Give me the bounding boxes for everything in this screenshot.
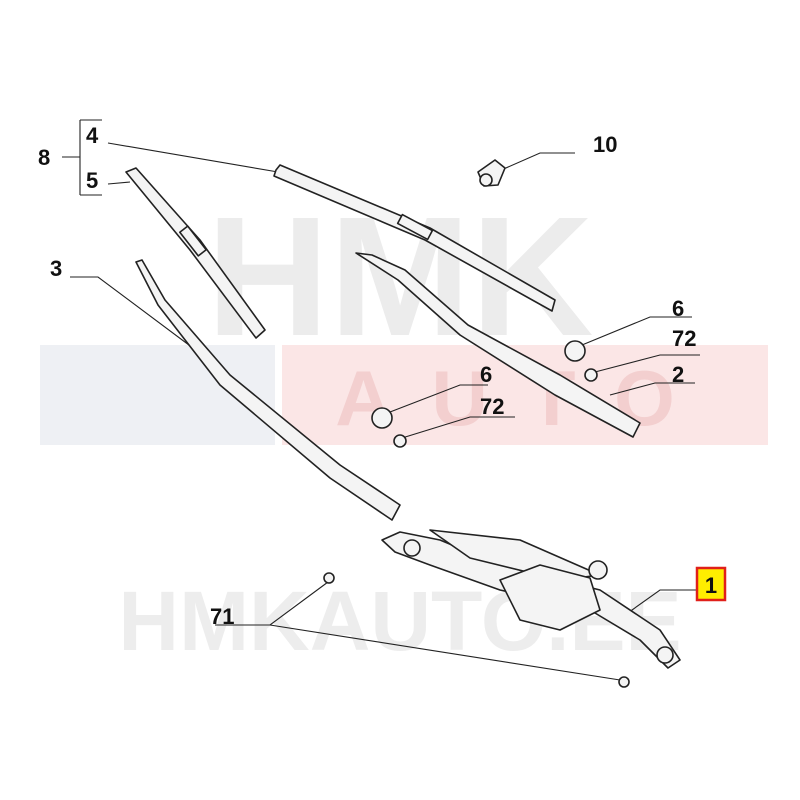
callout-2: 2 — [672, 362, 684, 387]
wiper-blade-5 — [125, 167, 266, 339]
callout-1: 1 — [705, 573, 717, 598]
washer-nozzle-10 — [477, 159, 506, 187]
cap-6-upper — [564, 340, 586, 362]
callout-3: 3 — [50, 256, 62, 281]
leader-lines — [62, 119, 700, 681]
bolt-71-a — [323, 572, 335, 584]
cap-6-lower — [371, 407, 393, 429]
wiper-blade-4 — [273, 164, 556, 312]
watermark-site: HMKAUTO.EE — [118, 574, 681, 668]
bolt-71-b — [618, 676, 630, 688]
callout-1-highlight: 1 — [695, 566, 727, 602]
callout-8: 8 — [38, 145, 50, 170]
callout-5: 5 — [86, 168, 98, 193]
callout-4: 4 — [86, 123, 99, 148]
watermark: HMK AUTO HMKAUTO.EE — [40, 182, 768, 668]
callout-10: 10 — [593, 132, 617, 157]
wiper-arm-3 — [135, 259, 401, 521]
wiper-arm-2 — [355, 252, 641, 438]
wiper-linkage-1 — [381, 529, 681, 669]
callout-71: 71 — [210, 604, 234, 629]
callout-72-lower: 72 — [480, 394, 504, 419]
callout-72-upper: 72 — [672, 326, 696, 351]
callout-6-lower: 6 — [480, 362, 492, 387]
nut-72-upper — [584, 368, 598, 382]
callout-6-upper: 6 — [672, 296, 684, 321]
nut-72-lower — [393, 434, 407, 448]
